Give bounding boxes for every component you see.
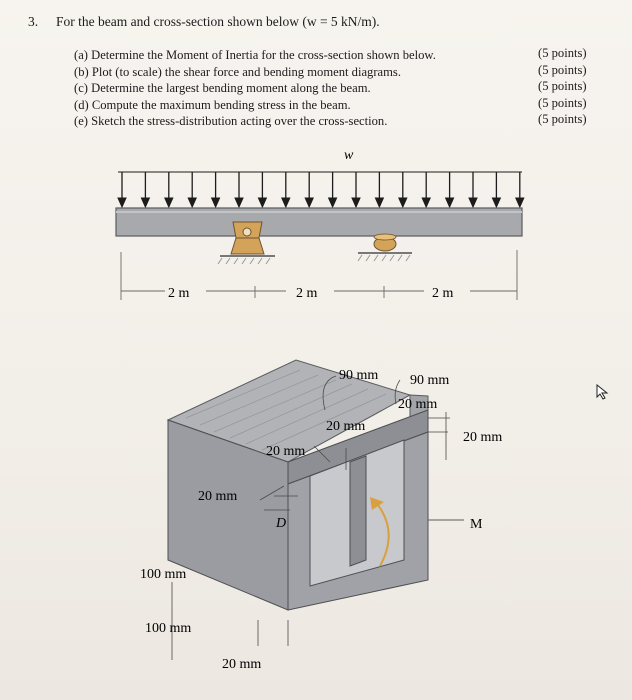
points-d: (5 points)	[538, 95, 587, 110]
span-1-label: 2 m	[168, 286, 190, 301]
dim-top-left-width: 90 mm	[339, 368, 378, 383]
load-arrowhead	[491, 197, 502, 209]
dim-right-thickness: 20 mm	[398, 397, 437, 412]
part-e: (e) Sketch the stress-distribution actin…	[74, 114, 388, 128]
distributed-load-arrows	[117, 171, 525, 209]
points-e: (5 points)	[538, 112, 587, 126]
load-arrowhead	[468, 197, 478, 209]
load-arrowhead	[140, 197, 151, 209]
dim-top-right-width: 90 mm	[410, 373, 449, 388]
section-grain-lines	[185, 369, 387, 451]
moment-arrowhead	[370, 497, 384, 510]
dim-flange-thickness: 20 mm	[198, 489, 237, 504]
points-c: (5 points)	[538, 79, 587, 93]
load-arrowhead	[327, 197, 338, 209]
dim-bottom-thickness: 20 mm	[222, 657, 261, 672]
span-3-label: 2 m	[432, 286, 454, 301]
dim-depth-lower: 100 mm	[145, 621, 191, 636]
point-d-label: D	[275, 516, 286, 531]
question-text: For the beam and cross-section shown bel…	[56, 14, 380, 29]
load-arrowhead	[398, 197, 408, 209]
dim-left-web-thickness: 20 mm	[266, 444, 305, 459]
load-arrowhead	[351, 197, 361, 209]
part-a: (a) Determine the Moment of Inertia for …	[74, 48, 436, 62]
dim-depth-upper: 100 mm	[140, 567, 186, 582]
load-arrowhead	[234, 197, 244, 209]
load-arrowhead	[164, 197, 174, 209]
load-arrowhead	[210, 197, 221, 209]
load-arrowhead	[117, 197, 127, 209]
question-number: 3.	[28, 14, 39, 29]
pin-support	[217, 221, 275, 265]
load-arrowhead	[515, 197, 525, 209]
load-arrowhead	[421, 197, 431, 209]
points-list: (5 points) (5 points) (5 points) (5 poin…	[538, 45, 587, 128]
load-arrowhead	[281, 197, 291, 209]
section-dimension-lines	[171, 375, 450, 660]
dim-web-thickness: 20 mm	[326, 419, 365, 434]
question-prompt: 3. For the beam and cross-section shown …	[28, 14, 380, 30]
load-arrowhead	[257, 197, 268, 209]
points-a: (5 points)	[538, 46, 587, 60]
dim-right-flange-thickness: 20 mm	[463, 430, 502, 445]
span-2-label: 2 m	[296, 286, 318, 301]
load-label: w	[344, 148, 354, 163]
load-arrowhead	[304, 197, 314, 209]
part-c: (c) Determine the largest bending moment…	[74, 81, 371, 95]
parts-list: (a) Determine the Moment of Inertia for …	[74, 47, 436, 130]
span-dimensions	[120, 250, 518, 300]
section-center-web	[349, 455, 367, 567]
load-arrowhead	[374, 197, 385, 209]
load-arrowhead	[444, 197, 455, 209]
points-b: (5 points)	[538, 62, 587, 77]
mouse-cursor-icon	[596, 384, 609, 400]
beam-diagram: w 2 m	[115, 148, 525, 301]
part-b: (b) Plot (to scale) the shear force and …	[74, 64, 401, 79]
part-d: (d) Compute the maximum bending stress i…	[74, 97, 351, 112]
roller-support	[357, 233, 412, 262]
moment-label: M	[470, 517, 483, 532]
load-arrowhead	[187, 197, 197, 209]
